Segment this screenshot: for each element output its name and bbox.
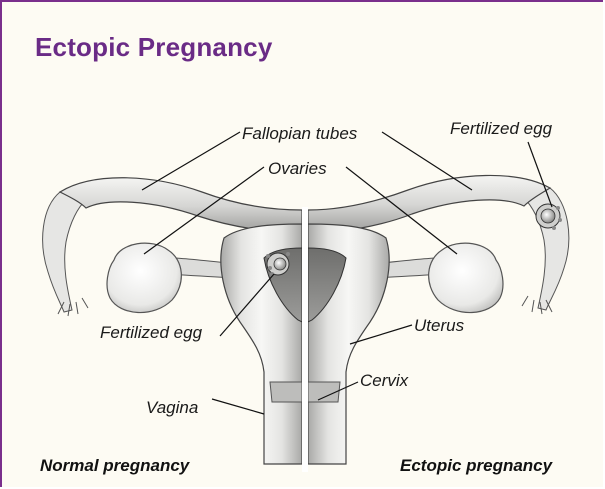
label-ovaries: Ovaries [268,160,327,177]
left-fimbriae [43,192,88,316]
right-ovary [429,243,503,312]
label-uterus: Uterus [414,317,464,334]
label-vagina: Vagina [146,399,198,416]
label-fertilized-egg-normal: Fertilized egg [100,324,202,341]
label-fallopian-tubes: Fallopian tubes [242,125,357,142]
caption-ectopic-pregnancy: Ectopic pregnancy [400,457,552,474]
label-cervix: Cervix [360,372,408,389]
label-fertilized-egg-ectopic: Fertilized egg [450,120,552,137]
caption-normal-pregnancy: Normal pregnancy [40,457,189,474]
left-cervix [270,382,302,402]
